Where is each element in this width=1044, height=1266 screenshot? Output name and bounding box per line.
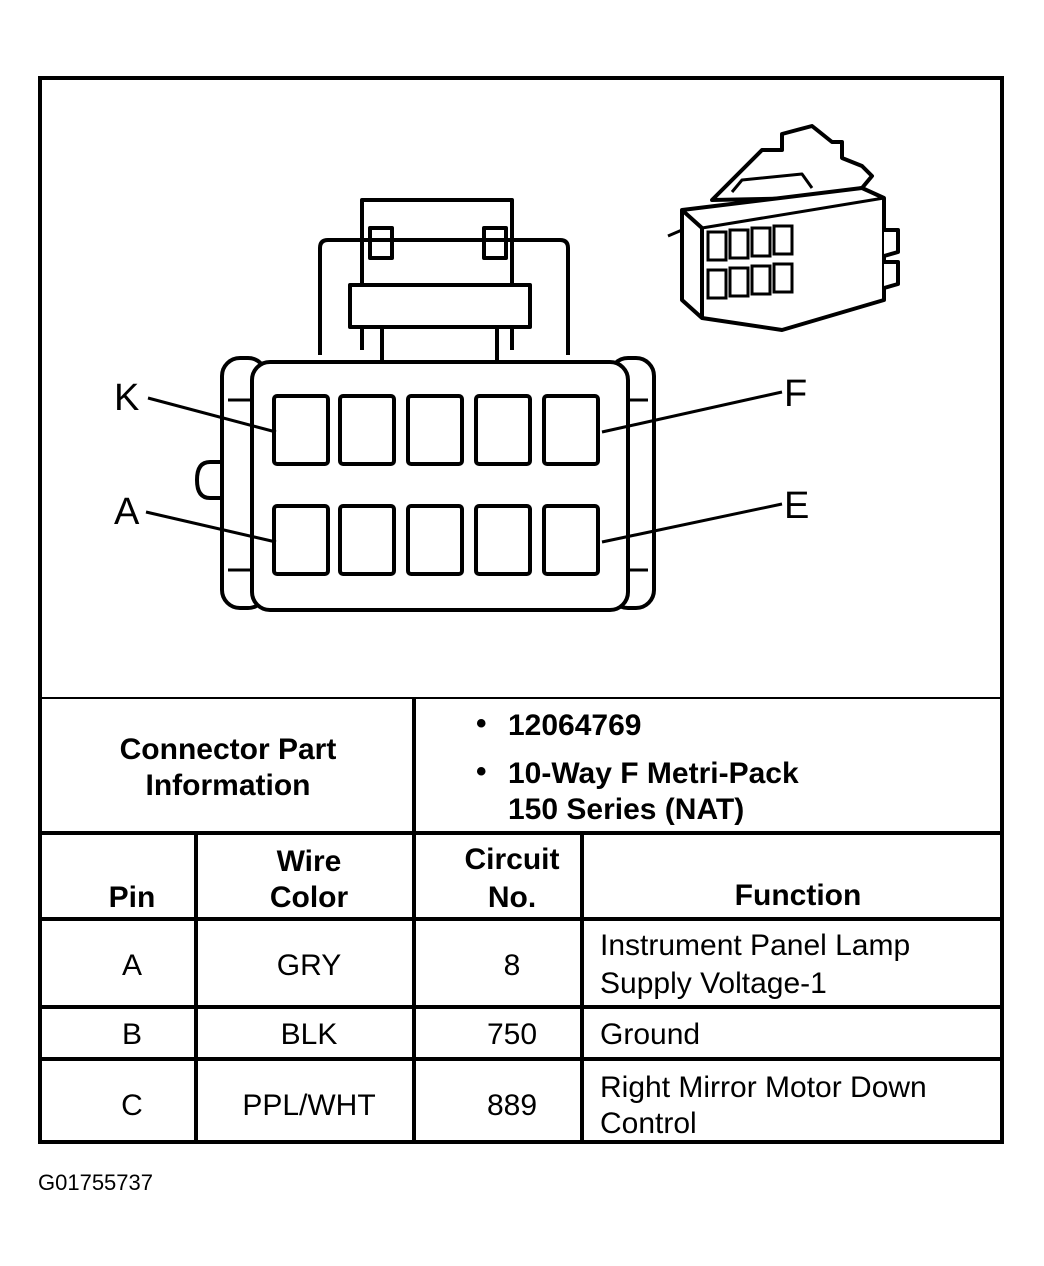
cavity-e — [542, 504, 600, 576]
latch-tab-left — [368, 226, 394, 260]
bullet-description: • — [476, 755, 487, 788]
callout-e: E — [784, 485, 809, 527]
latch-cap — [348, 283, 532, 329]
cavity-top-2 — [338, 394, 396, 466]
row-a-wire-color: GRY — [277, 949, 341, 982]
connector-3d-cavities — [706, 224, 794, 300]
leader-a — [145, 510, 277, 544]
cavity-top-3 — [406, 394, 464, 466]
row-b-function-line1: Ground — [600, 1018, 700, 1051]
row-c-function-line2: Control — [600, 1107, 697, 1140]
bullet-part-number: • — [476, 707, 487, 740]
description-line2: 150 Series (NAT) — [508, 793, 744, 826]
callout-k: K — [114, 377, 139, 419]
leader-e — [601, 502, 783, 544]
header-pin: Pin — [109, 881, 156, 914]
row-c-pin: C — [121, 1089, 143, 1122]
latch-tab-right — [482, 226, 508, 260]
side-latch-left — [195, 460, 222, 500]
header-function: Function — [735, 879, 862, 912]
connector-info-table: Connector Part Information • 12064769 • … — [42, 697, 1000, 1140]
connector-diagram: K F A E — [114, 124, 900, 612]
row-a-function-line1: Instrument Panel Lamp — [600, 929, 910, 962]
connector-body — [250, 360, 630, 612]
connector-info-label-line2: Information — [146, 769, 311, 802]
leader-f — [601, 390, 783, 434]
cavity-bottom-2 — [338, 504, 396, 576]
part-number: 12064769 — [508, 709, 641, 742]
latch-outline — [360, 198, 514, 350]
row-c-wire-color: PPL/WHT — [242, 1089, 375, 1122]
row-b-circuit: 750 — [487, 1018, 537, 1051]
callout-f: F — [784, 373, 807, 415]
figure-frame: K F A E — [38, 76, 1004, 1144]
row-a-circuit: 8 — [504, 949, 521, 982]
connector-3d-illustration — [667, 124, 900, 332]
header-circuit-line2: No. — [488, 881, 536, 914]
row-c-function-line1: Right Mirror Motor Down — [600, 1071, 927, 1104]
header-wire-color-line1: Wire — [277, 845, 342, 878]
row-b-pin: B — [122, 1018, 142, 1051]
cavity-f — [542, 394, 600, 466]
connector-info-label-line1: Connector Part — [120, 733, 337, 766]
leader-k — [147, 396, 277, 434]
header-wire-color-line2: Color — [270, 881, 349, 914]
row-b-wire-color: BLK — [281, 1018, 338, 1051]
description-line1: 10-Way F Metri-Pack — [508, 757, 799, 790]
row-c-circuit: 889 — [487, 1089, 537, 1122]
cavity-bottom-3 — [406, 504, 464, 576]
latch-tower — [318, 238, 570, 355]
row-a-pin: A — [122, 949, 142, 982]
cavity-top-4 — [474, 394, 532, 466]
row-a-function-line2: Supply Voltage-1 — [600, 967, 827, 1000]
callout-a: A — [114, 491, 140, 533]
header-circuit-line1: Circuit — [464, 843, 559, 876]
figure-id: G01755737 — [38, 1170, 153, 1195]
cavity-bottom-4 — [474, 504, 532, 576]
